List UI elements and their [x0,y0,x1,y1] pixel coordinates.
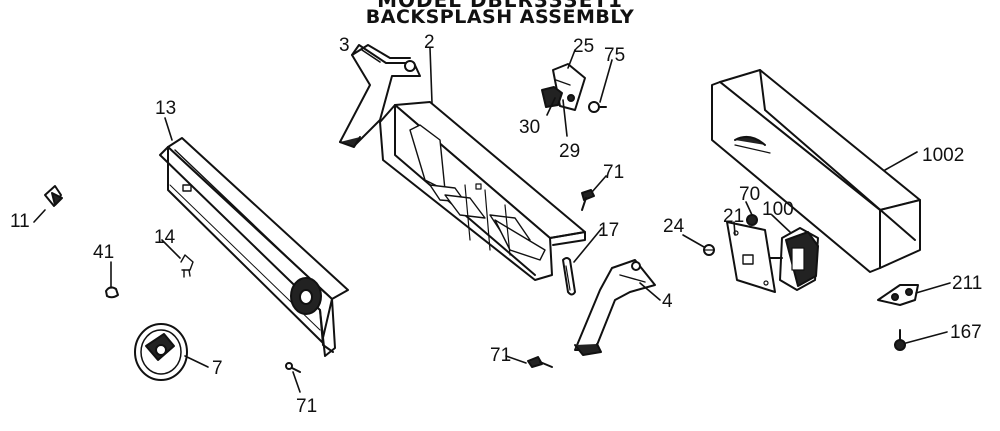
callout-14: 14 [154,227,176,248]
part-100-timer-motor [769,227,819,291]
leader-lines [33,47,951,393]
callout-29: 29 [559,141,580,162]
callout-167: 167 [950,322,982,343]
part-25-switch [541,63,586,111]
callout-17: 17 [598,220,619,241]
callout-3: 3 [339,35,350,56]
part-71-screw-left [285,362,301,373]
callout-71-upper: 71 [603,162,624,183]
part-71-screw-upper [581,189,595,211]
part-211-bracket [877,284,919,306]
part-41-button [105,286,119,299]
part-71-screw-lower [527,356,553,368]
part-2-backsplash-frame [379,101,586,281]
callout-30: 30 [519,117,540,138]
part-14-bracket [180,254,194,278]
part-24-screw [703,244,715,256]
diagram-title: BACKSPLASH ASSEMBLY [365,6,635,28]
part-1002-top-cover [711,69,921,273]
part-167-screw [894,329,906,351]
callout-71-left: 71 [296,396,317,417]
callout-2: 2 [424,32,435,53]
callout-4: 4 [662,291,673,312]
callout-13: 13 [155,98,176,119]
part-75-screw [588,101,607,113]
part-21-mounting-plate [726,221,776,293]
part-7-knob [134,323,188,381]
callout-211: 211 [952,273,982,294]
callout-1002: 1002 [922,145,964,166]
part-70-screw [746,214,758,226]
part-4-end-cap [574,259,656,356]
callout-11: 11 [10,211,30,232]
part-13-front-panel [159,137,349,357]
part-3-end-cap [339,44,421,148]
diagram-title-partial: MODEL DBLR333ET1 [377,0,623,12]
part-11-clip [44,185,63,207]
callout-7: 7 [212,358,223,379]
callout-41: 41 [93,242,114,263]
callout-71-lower: 71 [490,345,511,366]
callout-70: 70 [739,184,760,205]
callout-100: 100 [762,199,794,220]
callout-21: 21 [723,206,744,227]
callout-25: 25 [573,36,594,57]
part-17-link [562,257,576,296]
callout-24: 24 [663,216,685,237]
callout-labels: 11 41 13 14 7 71 3 2 25 75 30 29 71 17 4… [10,32,982,417]
callout-75: 75 [604,45,625,66]
